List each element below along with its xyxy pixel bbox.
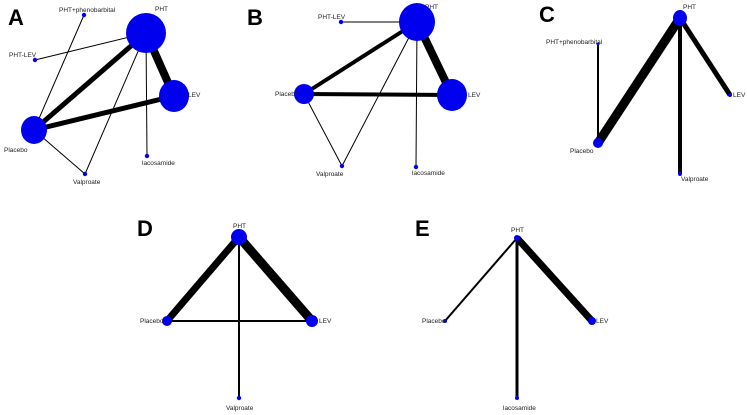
node-label-placebo: Placebo [140,318,164,325]
node-pht [514,235,520,241]
node-label-placebo: Placebo [422,318,446,325]
node-valproate [236,395,242,401]
node-label-pht: PHT [233,223,246,230]
node-label-pht-pheno: PHT+phenobarbital [546,39,603,46]
node-pht-pheno [596,42,600,46]
node-label-lacosamide: lacosamide [412,170,445,177]
node-lacosamide [144,153,150,159]
node-lev [437,79,467,111]
node-label-pht: PHT [683,4,696,11]
edge-pht-valproate [84,32,147,175]
node-label-pht: PHT [155,6,168,13]
node-label-lev: LEV [596,318,609,325]
panel-e: PHT Placebo LEV lacosamide E [415,216,609,412]
node-label-pht: PHT [425,4,438,11]
node-label-lev: LEV [468,92,481,99]
edge-pht-placebo [164,234,242,324]
node-lev [306,315,318,327]
node-pht [399,3,435,41]
node-placebo [443,319,447,323]
node-label-valproate: Valproate [316,171,344,178]
node-lacosamide [413,164,419,170]
edge-pht-pheno-placebo [33,14,85,131]
node-label-lev: LEV [733,92,746,99]
edge-pht-lacosamide [145,32,148,157]
node-pht-pheno [81,12,87,18]
edge-pht-lev [677,16,733,97]
node-placebo [162,316,172,326]
edge-pht-placebo [594,15,684,146]
panel-letter-a: A [8,5,24,30]
edge-placebo-pht [32,31,148,132]
node-label-pht-pheno: PHT+phenobarbital [59,7,116,14]
edge-placebo-valproate [303,93,343,167]
node-label-pht: PHT [511,227,524,234]
node-label-valproate: Valproate [226,405,254,412]
node-pht [673,10,687,26]
node-placebo [294,84,314,104]
node-pht-lev [338,19,344,25]
edge-pht-valproate [341,21,418,167]
node-pht-lev [32,57,38,63]
node-label-lev: LEV [188,92,201,99]
node-lacosamide [515,396,519,400]
panel-letter-e: E [415,216,430,241]
edge-pht-placebo [444,237,518,322]
edge-placebo-pht [302,20,419,96]
node-label-valproate: Valproate [73,179,101,186]
node-label-placebo: Placebo [4,147,28,154]
node-placebo [593,138,603,148]
node-placebo [21,116,47,144]
panel-letter-b: B [247,5,263,30]
node-label-placebo: Placebo [570,148,594,155]
edge-pht-lacosamide [415,21,418,168]
edge-pht-lev [514,235,595,324]
edge-placebo-lev [33,93,175,133]
edge-placebo-lev [303,92,453,97]
panel-d: PHT Placebo LEV Valproate D [137,216,332,412]
node-label-lacosamide: lacosamide [142,160,175,167]
node-lev [159,80,189,112]
node-lev [588,317,596,325]
node-label-placebo: Placebo [275,91,299,98]
node-label-pht-lev: PHT-LEV [318,14,346,21]
node-label-pht-lev: PHT-LEV [9,52,37,59]
node-valproate [678,172,682,176]
node-valproate [339,163,345,169]
node-label-lacosamide: lacosamide [503,405,536,412]
panel-letter-d: D [137,216,153,241]
node-lev [728,93,732,97]
node-pht [126,13,166,53]
panel-letter-c: C [539,2,555,27]
node-label-lev: LEV [319,318,332,325]
node-label-valproate: Valproate [681,176,709,183]
node-valproate [82,171,88,177]
edge-pht-lev [235,234,316,324]
node-pht [231,229,247,245]
panel-a: PHT+phenobarbital PHT PHT-LEV LEV Placebo lac… [4,5,201,186]
